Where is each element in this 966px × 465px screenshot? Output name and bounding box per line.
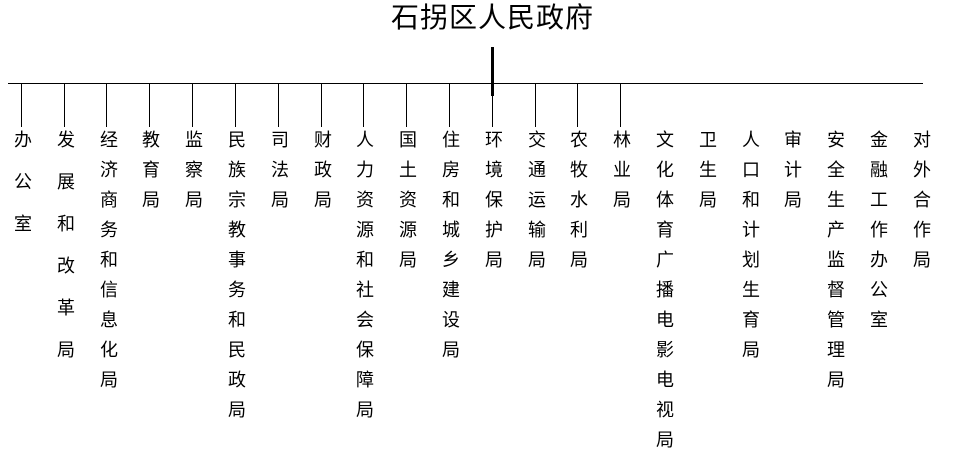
department-label-finance: 财政局 [311,130,332,220]
department-label-environmental-protection: 环境保护局 [482,130,503,280]
branch-line [363,84,364,127]
branch-line [620,84,621,127]
branch-line [321,84,322,127]
department-label-audit: 审计局 [781,130,802,220]
branch-line [149,84,150,127]
department-label-economy-commerce-info: 经济商务和信息化局 [97,130,118,400]
department-label-health: 卫生局 [696,130,717,220]
department-label-transportation: 交通运输局 [525,130,546,280]
department-label-population-family-planning: 人口和计划生育局 [739,130,760,370]
department-label-agriculture-water: 农牧水利局 [567,130,588,280]
branch-line [406,84,407,127]
department-label-office: 办公室 [11,130,32,256]
department-label-hr-social-security: 人力资源和社会保障局 [353,130,374,430]
branch-line [21,84,22,127]
department-label-foreign-cooperation: 对外合作局 [910,130,931,280]
branch-line [64,84,65,127]
horizontal-rail-line [8,83,923,84]
department-label-development-reform: 发展和改革局 [54,130,75,382]
branch-line [577,84,578,127]
branch-line [192,84,193,127]
branch-line [449,84,450,127]
branch-line [106,84,107,127]
department-label-forestry: 林业局 [610,130,631,220]
department-label-housing-urban-rural: 住房和城乡建设局 [439,130,460,370]
department-label-land-resources: 国土资源局 [396,130,417,280]
branch-line [278,84,279,127]
chart-title: 石拐区人民政府 [391,1,595,34]
department-label-ethnic-religious-civil: 民族宗教事务和民政局 [225,130,246,430]
branch-line [235,84,236,127]
department-label-financial-work-office: 金融工作办公室 [867,130,888,340]
branch-line [535,84,536,127]
department-label-justice: 司法局 [268,130,289,220]
department-label-education: 教育局 [139,130,160,220]
trunk-line [491,47,494,96]
department-label-supervision: 监察局 [182,130,203,220]
department-label-work-safety: 安全生产监督管理局 [824,130,845,400]
branch-line [492,84,493,127]
department-label-culture-sports-media: 文化体育广播电影电视局 [653,130,674,460]
